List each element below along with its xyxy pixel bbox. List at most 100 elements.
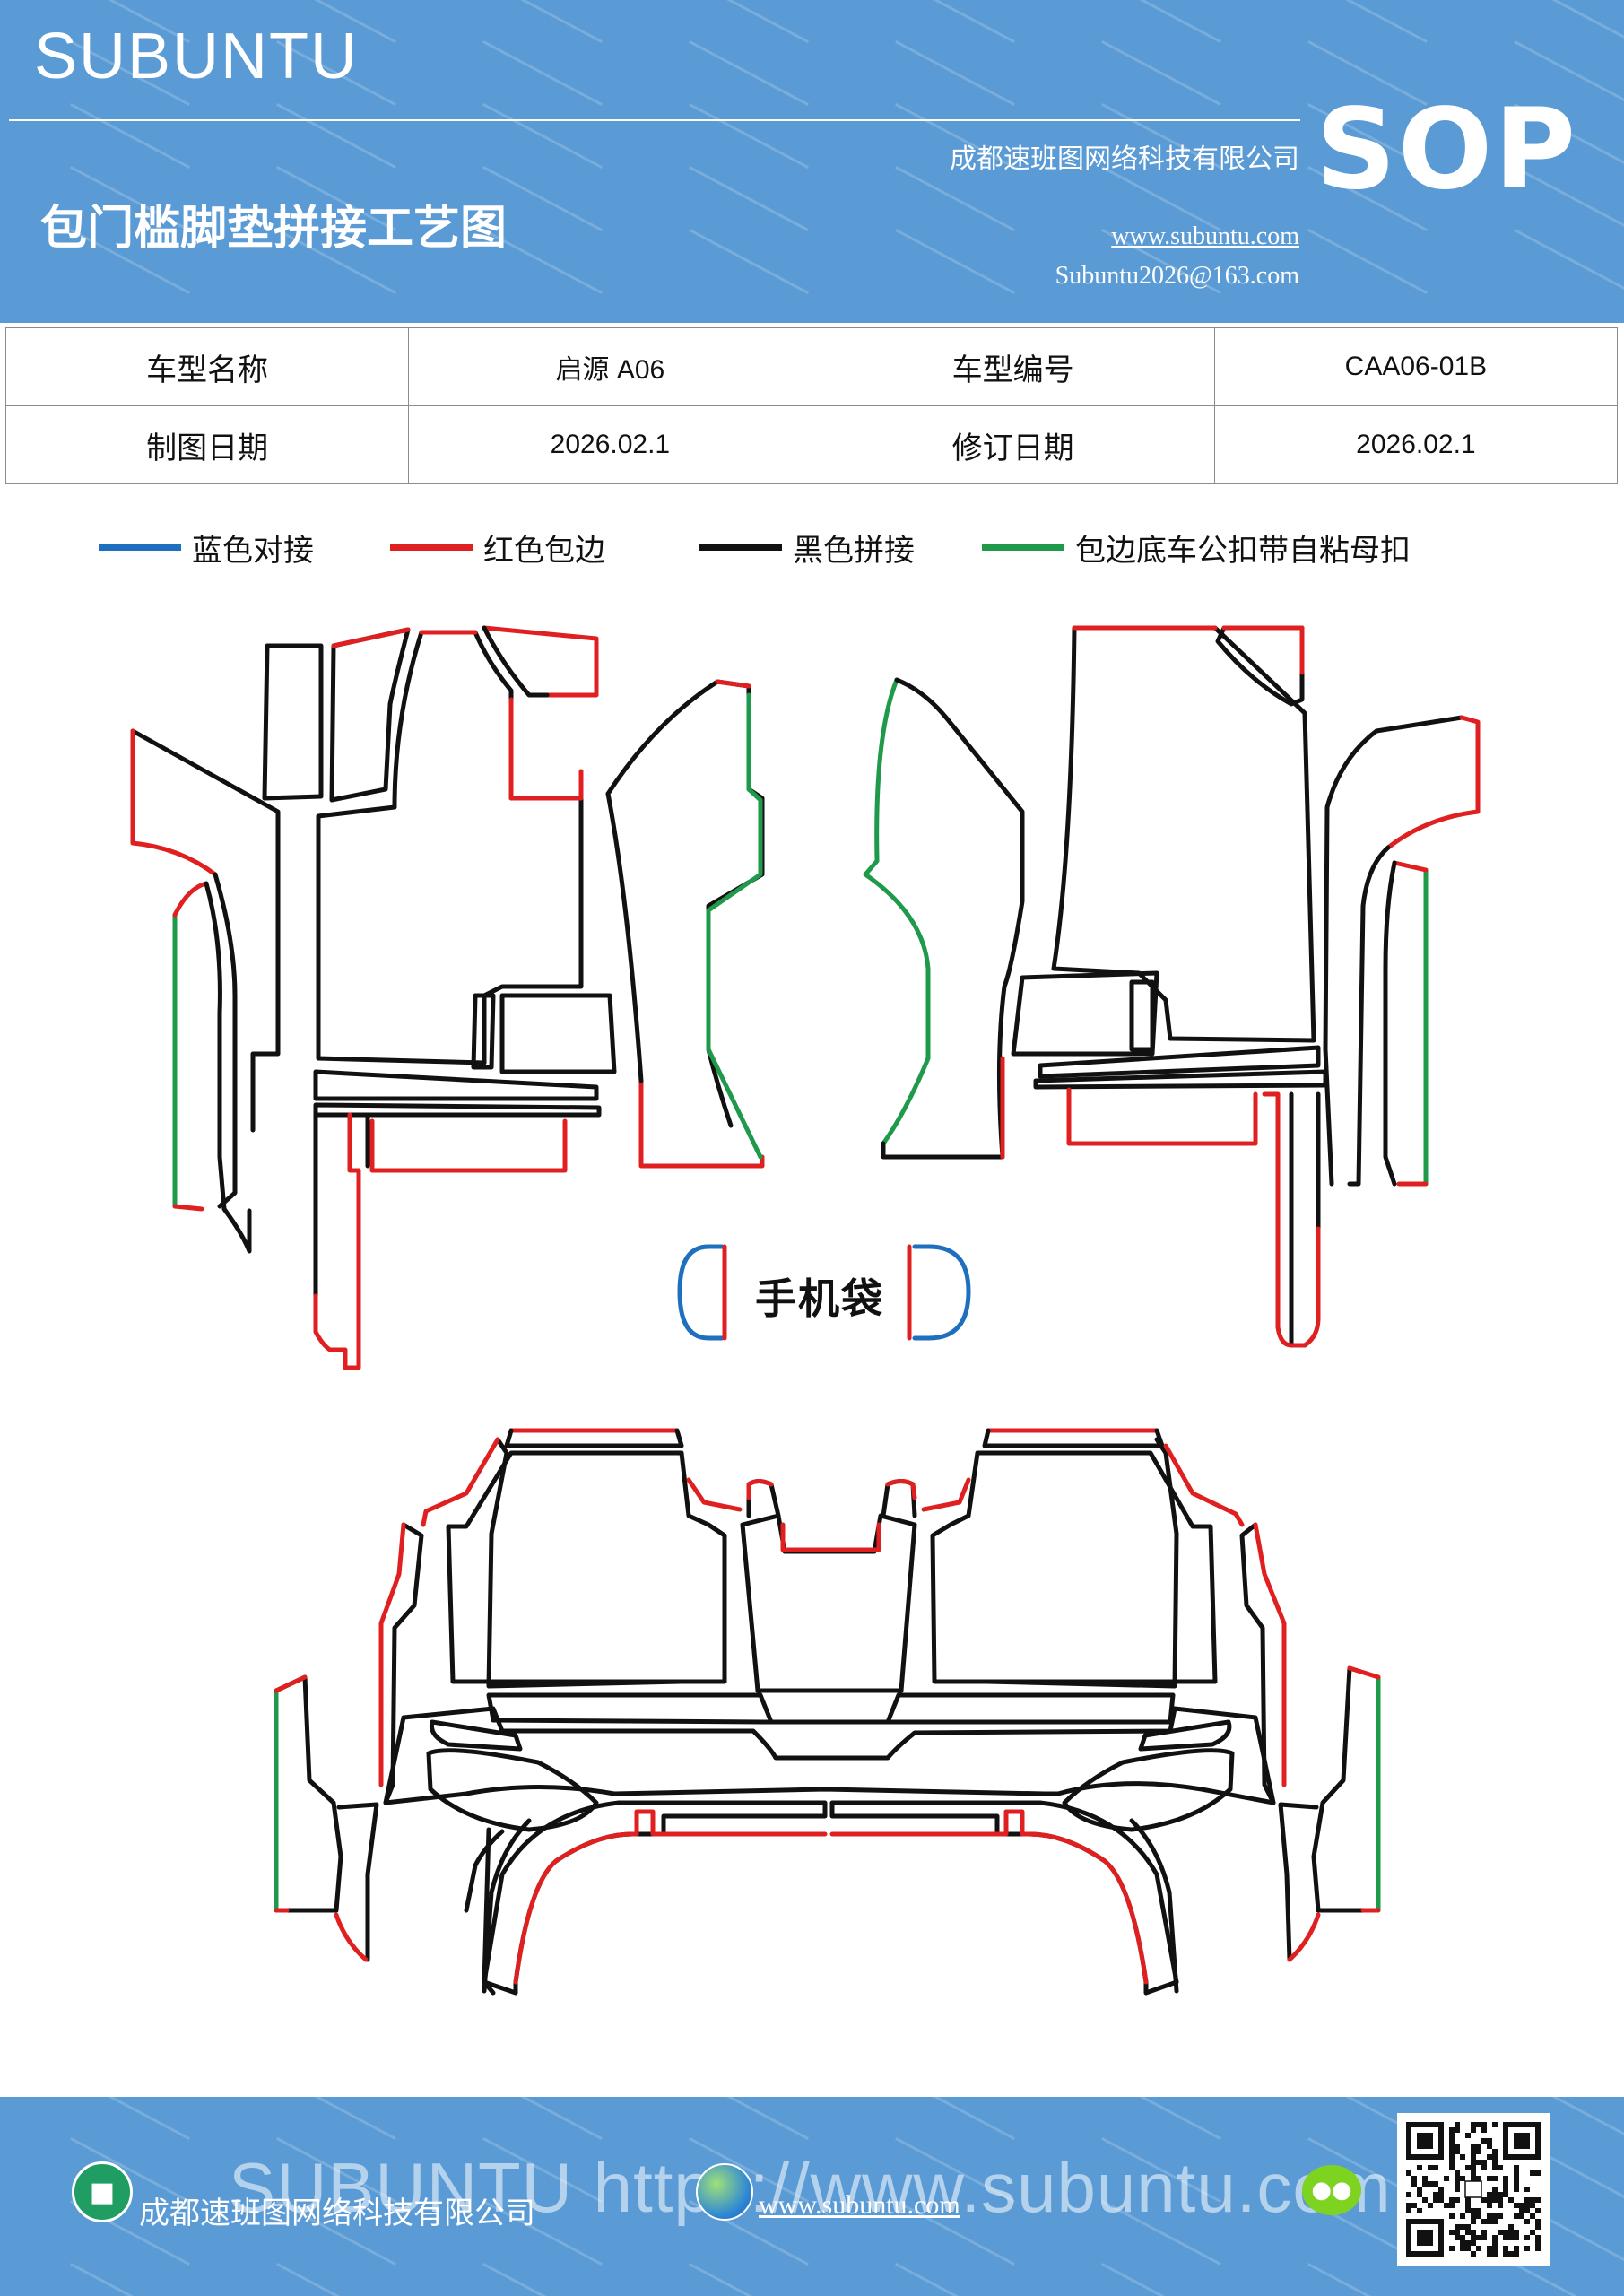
qr-module bbox=[1476, 2208, 1481, 2213]
right-outer-wing-black bbox=[1347, 845, 1391, 1187]
rear-center-tunnel-red bbox=[780, 1522, 881, 1552]
qr-module bbox=[1433, 2181, 1438, 2187]
qr-module bbox=[1455, 2176, 1460, 2181]
legend-item-green: 包边底车公扣带自粘母扣 bbox=[982, 525, 1411, 570]
left-step-red bbox=[369, 1118, 568, 1173]
qr-module bbox=[1524, 2187, 1530, 2192]
footer-website-link[interactable]: www.subuntu.com bbox=[759, 2190, 960, 2220]
qr-module bbox=[1433, 2165, 1438, 2170]
page-title: 包门槛脚垫拼接工艺图 bbox=[40, 202, 508, 256]
rear-right-outer bbox=[1239, 1522, 1276, 1805]
qr-module bbox=[1444, 2203, 1449, 2208]
qr-module bbox=[1524, 2197, 1530, 2203]
qr-module bbox=[1503, 2181, 1508, 2187]
qr-module bbox=[1411, 2176, 1417, 2181]
qr-module bbox=[1514, 2165, 1519, 2170]
rear-far-right-strip-2 bbox=[1278, 1802, 1319, 1962]
email-address[interactable]: Subuntu2026@163.com bbox=[1055, 262, 1299, 290]
qr-module bbox=[1498, 2165, 1503, 2170]
qr-module bbox=[1535, 2246, 1541, 2251]
rear-left-arm bbox=[482, 1818, 532, 1994]
rear-far-left-strip-2 bbox=[336, 1802, 379, 1962]
watermark-stripe bbox=[482, 39, 603, 107]
qr-module bbox=[1487, 2154, 1492, 2160]
watermark-stripe bbox=[482, 2262, 603, 2296]
left-l-strip-red bbox=[313, 1112, 361, 1370]
qr-module bbox=[1492, 2197, 1498, 2203]
right-cap bbox=[1215, 625, 1305, 707]
watermark-stripe bbox=[689, 165, 809, 232]
left-inner-swoop-red bbox=[638, 679, 765, 1169]
watermark-stripe bbox=[689, 228, 809, 295]
qr-module bbox=[1503, 2192, 1508, 2197]
qr-module bbox=[1476, 2149, 1481, 2154]
rear-seat-left-red bbox=[421, 1437, 743, 1527]
sop-badge: SOP bbox=[1316, 85, 1577, 214]
qr-module bbox=[1508, 2197, 1514, 2203]
qr-module bbox=[1492, 2219, 1498, 2224]
watermark-stripe bbox=[1514, 228, 1624, 295]
qr-module bbox=[1524, 2203, 1530, 2208]
watermark-stripe bbox=[689, 39, 809, 107]
legend-item-red: 红色包边 bbox=[390, 525, 605, 570]
right-heel-2 bbox=[1129, 979, 1155, 1052]
left-cap-red bbox=[482, 625, 599, 698]
qr-module bbox=[1406, 2192, 1411, 2197]
floor-mat-diagram bbox=[130, 625, 1481, 1996]
watermark-stripe bbox=[70, 2097, 190, 2141]
qr-module bbox=[1530, 2203, 1535, 2208]
qr-module bbox=[1422, 2176, 1428, 2181]
qr-module bbox=[1492, 2176, 1498, 2181]
qr-module bbox=[1471, 2176, 1476, 2181]
left-main-mat bbox=[316, 630, 584, 1065]
watermark-stripe bbox=[1101, 0, 1221, 44]
qr-module bbox=[1455, 2187, 1460, 2192]
qr-module bbox=[1455, 2197, 1460, 2203]
watermark-stripe bbox=[1101, 2097, 1221, 2141]
qr-module bbox=[1449, 2213, 1455, 2219]
legend-item-black: 黑色拼接 bbox=[699, 525, 915, 570]
rear-seat-right-red bbox=[921, 1443, 1245, 1527]
qr-module bbox=[1455, 2235, 1460, 2240]
revision-date-label: 修订日期 bbox=[811, 405, 1215, 484]
right-sill-strip-red bbox=[1392, 860, 1429, 1187]
model-code-label: 车型编号 bbox=[811, 327, 1215, 406]
qr-module bbox=[1481, 2219, 1487, 2224]
qr-module bbox=[1487, 2144, 1492, 2149]
qr-module bbox=[1471, 2144, 1476, 2149]
brand-logo-text: SUBUNTU bbox=[34, 21, 360, 92]
watermark-stripe bbox=[276, 2262, 396, 2296]
model-name-label: 车型名称 bbox=[4, 327, 410, 406]
left-inner-swoop-black bbox=[605, 791, 644, 1083]
watermark-stripe bbox=[895, 2097, 1015, 2141]
website-link[interactable]: www.subuntu.com bbox=[1111, 222, 1299, 250]
left-narrow-panel-2 bbox=[329, 627, 411, 803]
qr-module bbox=[1438, 2197, 1444, 2203]
qr-module bbox=[1530, 2230, 1535, 2235]
watermark-stripe bbox=[1514, 2262, 1624, 2296]
qr-module bbox=[1449, 2154, 1455, 2160]
qr-module bbox=[1471, 2240, 1476, 2246]
globe-icon bbox=[696, 2163, 753, 2221]
qr-module bbox=[1455, 2224, 1460, 2230]
right-step-red bbox=[1066, 1087, 1258, 1146]
qr-module bbox=[1514, 2176, 1519, 2181]
company-name: 成都速班图网络科技有限公司 bbox=[950, 144, 1299, 175]
qr-module bbox=[1535, 2208, 1541, 2213]
right-inner-swoop-green bbox=[863, 677, 931, 1146]
qr-module bbox=[1449, 2144, 1455, 2149]
qr-module bbox=[1487, 2219, 1492, 2224]
qr-module bbox=[1508, 2224, 1514, 2230]
rear-seat-right-outer bbox=[984, 1437, 1179, 1689]
qr-module bbox=[1503, 2246, 1508, 2251]
qr-module bbox=[1492, 2251, 1498, 2257]
qr-code[interactable] bbox=[1397, 2113, 1550, 2266]
qr-module bbox=[1498, 2230, 1503, 2235]
qr-module bbox=[1449, 2203, 1455, 2208]
qr-module bbox=[1503, 2251, 1508, 2257]
qr-module bbox=[1514, 2230, 1519, 2235]
qr-module bbox=[1417, 2187, 1422, 2192]
watermark-stripe bbox=[895, 0, 1015, 44]
qr-module bbox=[1455, 2170, 1460, 2176]
qr-module bbox=[1406, 2208, 1411, 2213]
